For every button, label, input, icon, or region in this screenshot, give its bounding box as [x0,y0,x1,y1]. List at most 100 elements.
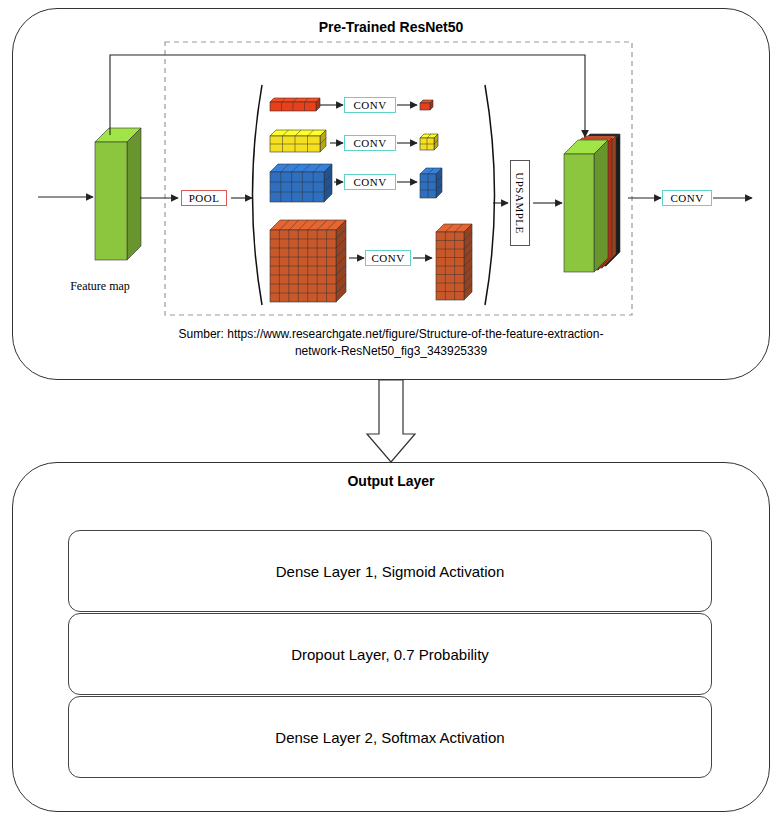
cube-front [420,103,430,110]
node-label: CONV [670,192,703,204]
feature-cube [420,100,433,110]
layer-box: Dense Layer 2, Softmax Activation [68,696,712,778]
grid-line [464,284,472,292]
group-title: Output Layer [13,473,769,489]
node-label: Dense Layer 2, Softmax Activation [275,729,504,746]
conv-box: CONV [344,135,396,151]
grid-line [295,130,301,136]
grid-line [281,102,282,111]
grid-line [270,257,336,258]
node-label: CONV [353,176,386,188]
grid-line [427,134,431,138]
pool-box: POOL [181,190,227,206]
grid-line [336,256,346,266]
grid-line [436,240,464,241]
grid-line [464,233,472,241]
grid-line [317,220,327,230]
grid-line [436,249,464,250]
grid-line [420,182,436,183]
cube-top [270,98,320,102]
source-note: Sumber: https://www.researchgate.net/fig… [171,326,611,360]
layer-box: Dropout Layer, 0.7 Probability [68,613,712,695]
node-label: POOL [189,192,220,204]
node-label: CONV [353,137,386,149]
cube-front [270,172,324,202]
grid-line [270,275,336,276]
feature-cube [564,140,608,272]
cube-front [564,154,594,272]
grid-line [464,258,472,266]
grid-line [324,184,332,192]
left-bracket [253,85,263,305]
grid-line [313,172,314,202]
grid-line [320,138,326,144]
grid-line [336,283,346,293]
cube-top [270,164,332,172]
cube-side [127,128,141,260]
cube-side [324,164,332,202]
grid-line [436,176,442,182]
grid-line [464,267,472,275]
cube-front [436,232,464,300]
feature-cube [95,128,141,260]
dashed-frame [165,42,632,315]
grid-line [464,250,472,258]
grid-line [270,248,336,249]
grid-line [304,102,305,111]
group-box: Pre-Trained ResNet50POOL CONV CONV CONV CONV… [12,8,770,380]
grid-line [313,164,321,172]
right-bracket [485,85,495,305]
grid-line [305,98,309,102]
grid-line [420,190,436,191]
grid-line [324,174,332,182]
feature-cube [420,134,438,150]
group-title: Pre-Trained ResNet50 [13,19,769,35]
grid-line [291,172,292,202]
grid-line [428,168,434,174]
grid-line [292,164,300,172]
feature-cube [270,130,326,152]
grid-line [283,130,289,136]
node-label: CONV [353,99,386,111]
grid-line [293,98,297,102]
cube-front [95,142,127,260]
grid-line [298,220,308,230]
grid-line [293,102,294,111]
grid-line [464,241,472,249]
cube-front [270,102,316,111]
grid-line [436,291,464,292]
node-label: UPSAMPLE [514,172,526,233]
upsample-box: UPSAMPLE [510,160,530,246]
cube-side [316,98,320,111]
grid-line [279,220,289,230]
node-label: CONV [371,252,404,264]
grid-line [270,284,336,285]
cube-side [464,224,472,300]
grid-line [336,274,346,284]
feature-cube [436,224,472,300]
node-label: Dense Layer 1, Sigmoid Activation [276,563,504,580]
grid-line [302,172,303,202]
node-label: Dropout Layer, 0.7 Probability [291,646,489,663]
cube-side [434,134,438,150]
grid-line [436,266,464,267]
grid-line [281,164,289,172]
conv-box: CONV [662,190,712,206]
grid-line [280,172,281,202]
block-arrow [367,380,415,462]
conv-box: CONV [344,174,396,190]
grid-line [270,192,324,193]
grid-line [336,238,346,248]
cube-side [336,220,346,302]
grid-line [308,130,314,136]
grid-line [455,224,463,232]
feature-blocks [95,98,620,302]
grid-line [270,266,336,267]
feature-cube [270,220,346,302]
grid-line [282,98,286,102]
cube-front [270,136,320,152]
feature-cube [420,168,442,198]
cube-side [320,130,326,152]
grid-line [327,220,337,230]
grid-line [302,164,310,172]
